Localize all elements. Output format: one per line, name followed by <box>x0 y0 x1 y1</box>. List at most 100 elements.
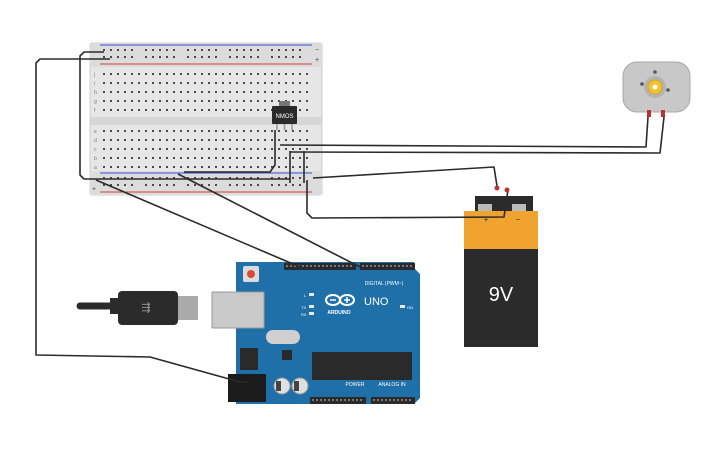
breadboard-hole[interactable] <box>257 56 259 58</box>
breadboard-hole[interactable] <box>173 166 175 168</box>
breadboard-hole[interactable] <box>215 148 217 150</box>
breadboard-hole[interactable] <box>124 82 126 84</box>
header-pin[interactable] <box>385 399 387 401</box>
breadboard-hole[interactable] <box>208 100 210 102</box>
breadboard-hole[interactable] <box>124 148 126 150</box>
breadboard-hole[interactable] <box>306 109 308 111</box>
breadboard-hole[interactable] <box>299 82 301 84</box>
breadboard-hole[interactable] <box>117 49 119 51</box>
breadboard-hole[interactable] <box>306 139 308 141</box>
breadboard-hole[interactable] <box>229 109 231 111</box>
breadboard-hole[interactable] <box>222 157 224 159</box>
breadboard-hole[interactable] <box>110 148 112 150</box>
breadboard-hole[interactable] <box>124 139 126 141</box>
breadboard-hole[interactable] <box>271 91 273 93</box>
breadboard-hole[interactable] <box>222 166 224 168</box>
breadboard-hole[interactable] <box>250 139 252 141</box>
breadboard-hole[interactable] <box>187 139 189 141</box>
breadboard-hole[interactable] <box>201 148 203 150</box>
breadboard-hole[interactable] <box>215 100 217 102</box>
header-pin[interactable] <box>362 265 364 267</box>
breadboard-hole[interactable] <box>306 100 308 102</box>
breadboard-hole[interactable] <box>166 177 168 179</box>
wire-gate[interactable] <box>184 130 276 173</box>
breadboard-hole[interactable] <box>194 109 196 111</box>
breadboard-hole[interactable] <box>208 139 210 141</box>
breadboard-hole[interactable] <box>243 91 245 93</box>
breadboard-hole[interactable] <box>110 109 112 111</box>
breadboard-hole[interactable] <box>278 139 280 141</box>
breadboard-hole[interactable] <box>285 184 287 186</box>
breadboard-hole[interactable] <box>166 148 168 150</box>
breadboard-hole[interactable] <box>201 82 203 84</box>
breadboard-hole[interactable] <box>243 49 245 51</box>
breadboard-hole[interactable] <box>292 130 294 132</box>
breadboard-hole[interactable] <box>173 157 175 159</box>
breadboard-hole[interactable] <box>131 91 133 93</box>
breadboard-hole[interactable] <box>306 130 308 132</box>
breadboard-hole[interactable] <box>159 73 161 75</box>
breadboard-hole[interactable] <box>173 184 175 186</box>
breadboard-hole[interactable] <box>194 49 196 51</box>
header-pin[interactable] <box>318 265 320 267</box>
breadboard-hole[interactable] <box>166 109 168 111</box>
breadboard-hole[interactable] <box>257 49 259 51</box>
breadboard-hole[interactable] <box>243 148 245 150</box>
breadboard-hole[interactable] <box>166 157 168 159</box>
breadboard-hole[interactable] <box>152 73 154 75</box>
breadboard-hole[interactable] <box>117 157 119 159</box>
breadboard-hole[interactable] <box>194 148 196 150</box>
breadboard-hole[interactable] <box>243 184 245 186</box>
breadboard-hole[interactable] <box>166 166 168 168</box>
breadboard-hole[interactable] <box>166 82 168 84</box>
arduino-dc-jack[interactable] <box>228 374 266 402</box>
breadboard-hole[interactable] <box>271 139 273 141</box>
breadboard-hole[interactable] <box>117 166 119 168</box>
breadboard-hole[interactable] <box>236 56 238 58</box>
breadboard-hole[interactable] <box>166 73 168 75</box>
breadboard-hole[interactable] <box>229 130 231 132</box>
header-pin[interactable] <box>326 265 328 267</box>
breadboard-hole[interactable] <box>306 148 308 150</box>
breadboard-hole[interactable] <box>257 130 259 132</box>
breadboard-hole[interactable] <box>278 166 280 168</box>
breadboard-hole[interactable] <box>180 157 182 159</box>
breadboard-hole[interactable] <box>243 82 245 84</box>
header-pin[interactable] <box>393 399 395 401</box>
breadboard[interactable]: − + − + j i h g f e d c b a <box>89 42 323 196</box>
header-pin[interactable] <box>336 399 338 401</box>
breadboard-hole[interactable] <box>159 100 161 102</box>
breadboard-hole[interactable] <box>278 184 280 186</box>
breadboard-hole[interactable] <box>285 148 287 150</box>
header-pin[interactable] <box>290 265 292 267</box>
breadboard-hole[interactable] <box>110 56 112 58</box>
breadboard-hole[interactable] <box>187 100 189 102</box>
breadboard-hole[interactable] <box>257 109 259 111</box>
breadboard-hole[interactable] <box>285 91 287 93</box>
breadboard-hole[interactable] <box>215 157 217 159</box>
wire-pin-to-arduino[interactable] <box>177 173 361 268</box>
breadboard-hole[interactable] <box>117 82 119 84</box>
breadboard-hole[interactable] <box>117 100 119 102</box>
breadboard-hole[interactable] <box>306 166 308 168</box>
breadboard-hole[interactable] <box>145 49 147 51</box>
breadboard-hole[interactable] <box>264 166 266 168</box>
breadboard-hole[interactable] <box>201 56 203 58</box>
breadboard-hole[interactable] <box>131 139 133 141</box>
breadboard-hole[interactable] <box>131 100 133 102</box>
breadboard-hole[interactable] <box>103 82 105 84</box>
breadboard-hole[interactable] <box>159 177 161 179</box>
breadboard-hole[interactable] <box>159 148 161 150</box>
breadboard-hole[interactable] <box>110 157 112 159</box>
breadboard-hole[interactable] <box>103 49 105 51</box>
breadboard-hole[interactable] <box>271 148 273 150</box>
breadboard-hole[interactable] <box>215 82 217 84</box>
breadboard-hole[interactable] <box>138 82 140 84</box>
wire-rail-to-rail[interactable] <box>79 51 290 180</box>
breadboard-hole[interactable] <box>194 82 196 84</box>
breadboard-hole[interactable] <box>103 148 105 150</box>
breadboard-hole[interactable] <box>264 139 266 141</box>
breadboard-hole[interactable] <box>159 56 161 58</box>
wire-arduino-power-to-rail[interactable] <box>35 58 247 383</box>
breadboard-hole[interactable] <box>187 177 189 179</box>
